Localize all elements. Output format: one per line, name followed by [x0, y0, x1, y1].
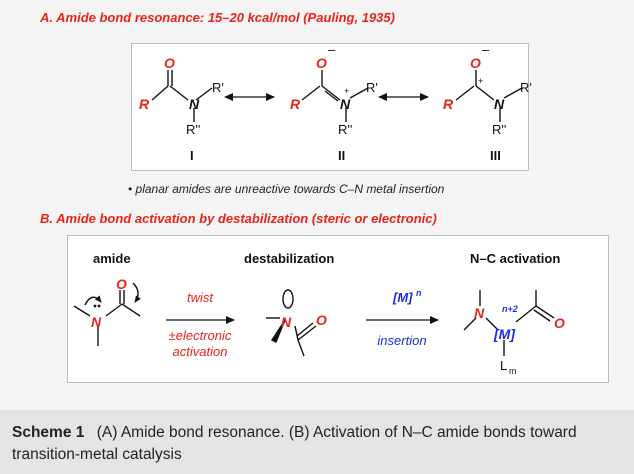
- nitrogen-atom: N: [474, 305, 485, 321]
- nitrogen-atom: N: [189, 96, 200, 112]
- scheme-figure: A. Amide bond resonance: 15–20 kcal/mol …: [0, 0, 634, 410]
- section-a-heading: A. Amide bond resonance: 15–20 kcal/mol …: [40, 10, 395, 25]
- structure-I: [151, 70, 213, 122]
- section-b-heading: B. Amide bond activation by destabilizat…: [40, 211, 437, 226]
- activation-label: activation: [173, 344, 228, 359]
- twisted-amide: [266, 289, 317, 357]
- r-group: R: [139, 96, 150, 112]
- r-prime-label: R': [212, 80, 224, 95]
- r-prime-label: R': [366, 80, 378, 95]
- twist-label: twist: [187, 290, 214, 305]
- stage-label-destabilization: destabilization: [244, 251, 334, 266]
- nitrogen-atom: N: [91, 314, 102, 330]
- metal-reagent-label: [M]: [392, 290, 413, 305]
- oxygen-atom: O: [316, 312, 327, 328]
- caption-label: Scheme 1: [12, 424, 85, 441]
- structure-II: [301, 70, 369, 122]
- plus-charge: +: [344, 86, 349, 96]
- stage-label-activation: N–C activation: [470, 251, 560, 266]
- stage-label-amide: amide: [93, 251, 131, 266]
- plus-charge: +: [478, 76, 483, 86]
- figure-caption: Scheme 1 (A) Amide bond resonance. (B) A…: [0, 410, 634, 474]
- nitrogen-atom: N: [340, 96, 351, 112]
- nitrogen-atom: N: [281, 314, 292, 330]
- metal-oxidation-state: n: [416, 288, 422, 298]
- activation-box: [67, 235, 609, 383]
- section-a-note: • planar amides are unreactive towards C…: [128, 182, 445, 196]
- activation-product: [463, 290, 555, 356]
- minus-charge: –: [482, 42, 490, 57]
- insertion-label: insertion: [377, 333, 426, 348]
- lone-pair-dot: [93, 304, 97, 308]
- chemistry-diagram: O R N R' R'' I O – R N + R' R'' II: [73, 42, 565, 376]
- structure-label-I: I: [190, 148, 194, 163]
- structure-III: [455, 70, 523, 122]
- r-group: R: [443, 96, 454, 112]
- r-double-prime-label: R'': [186, 122, 200, 137]
- oxygen-atom: O: [116, 276, 127, 292]
- oxygen-atom: O: [316, 55, 327, 71]
- r-double-prime-label: R'': [492, 122, 506, 137]
- minus-charge: –: [328, 42, 336, 57]
- planar-amide: [73, 282, 141, 346]
- r-double-prime-label: R'': [338, 122, 352, 137]
- structure-label-II: II: [338, 148, 345, 163]
- oxygen-atom: O: [470, 55, 481, 71]
- r-group: R: [290, 96, 301, 112]
- electronic-label: ±electronic: [169, 328, 232, 343]
- ligand-label: L: [500, 358, 507, 373]
- structure-label-III: III: [490, 148, 501, 163]
- caption-text: (A) Amide bond resonance. (B) Activation…: [12, 424, 577, 463]
- resonance-box: [131, 43, 529, 171]
- nitrogen-atom: N: [494, 96, 505, 112]
- oxygen-atom: O: [554, 315, 565, 331]
- r-prime-label: R': [520, 80, 532, 95]
- lone-pair-dot: [97, 304, 101, 308]
- ligand-subscript: m: [509, 366, 517, 376]
- oxygen-atom: O: [164, 55, 175, 71]
- metal-center: [M]: [493, 326, 516, 342]
- metal-oxidation-state: n+2: [502, 304, 518, 314]
